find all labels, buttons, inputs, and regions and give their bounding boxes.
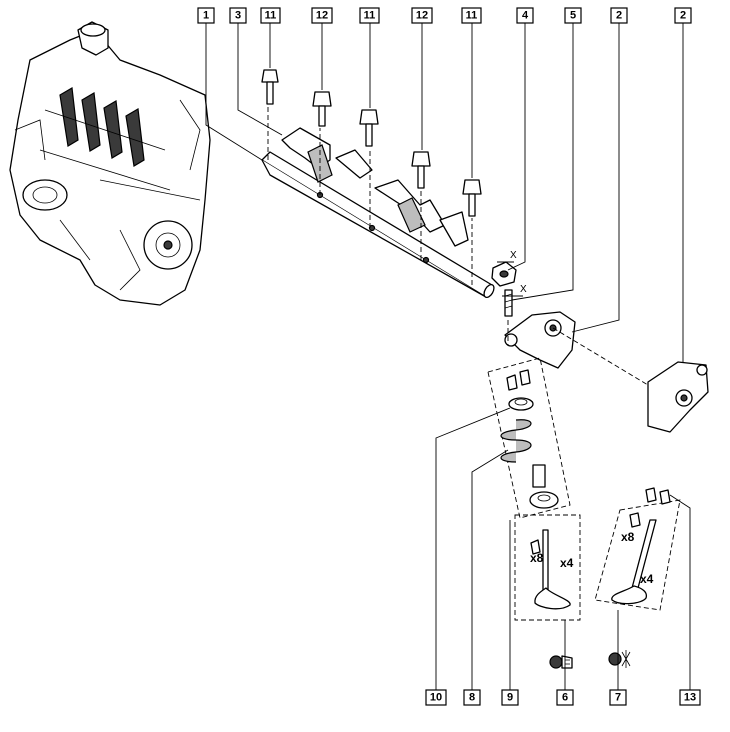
svg-text:4: 4 xyxy=(522,10,529,22)
svg-text:13: 13 xyxy=(684,692,696,704)
bolt-11-c xyxy=(462,179,482,217)
svg-text:6: 6 xyxy=(562,692,568,704)
svg-text:11: 11 xyxy=(364,10,376,22)
bolt-11-a xyxy=(261,69,279,105)
inlet-valve-multiplier: x4 xyxy=(560,556,574,570)
svg-text:10: 10 xyxy=(430,692,442,704)
callout-9: 9 xyxy=(501,689,519,706)
exhaust-valve-multiplier: x4 xyxy=(640,572,654,586)
svg-text:12: 12 xyxy=(416,10,428,22)
inlet-spring-group-box xyxy=(487,357,571,519)
svg-text:2: 2 xyxy=(616,10,622,22)
rocker-shaft xyxy=(261,151,495,299)
seal-symbol-inlet xyxy=(549,655,573,669)
callout-3: 3 xyxy=(229,7,247,24)
inlet-valve xyxy=(530,529,571,610)
callout-4: 4 xyxy=(516,7,534,24)
bolt-11-b xyxy=(359,109,379,147)
svg-text:12: 12 xyxy=(316,10,328,22)
rocker-arm-exhaust xyxy=(647,361,709,433)
callout-12-b: 12 xyxy=(411,7,433,24)
svg-text:1: 1 xyxy=(203,10,209,22)
inlet-valve-group-box xyxy=(514,514,581,621)
shaft-brackets xyxy=(281,127,469,247)
leader-lines xyxy=(205,22,691,690)
callout-10: 10 xyxy=(425,689,447,706)
engine-block-illustration xyxy=(9,21,211,306)
bolt-12-b xyxy=(411,151,431,189)
adjuster-nut xyxy=(491,261,517,287)
svg-text:9: 9 xyxy=(507,692,513,704)
svg-text:8: 8 xyxy=(469,692,475,704)
exhaust-spring-multiplier: x8 xyxy=(621,530,635,544)
rocker-arm-inlet xyxy=(504,311,576,369)
svg-text:2: 2 xyxy=(680,10,686,22)
callout-7: 7 xyxy=(609,689,627,706)
svg-text:3: 3 xyxy=(235,10,241,22)
bolt-12-a xyxy=(312,91,332,127)
callout-11-b: 11 xyxy=(359,7,380,24)
svg-text:11: 11 xyxy=(466,10,478,22)
callout-12-a: 12 xyxy=(311,7,333,24)
callout-8: 8 xyxy=(463,689,481,706)
svg-text:7: 7 xyxy=(615,692,621,704)
callout-6: 6 xyxy=(556,689,574,706)
callout-2-b: 2 xyxy=(674,7,692,24)
adjusting-screw xyxy=(504,289,513,317)
callout-2-a: 2 xyxy=(610,7,628,24)
callout-11-a: 11 xyxy=(260,7,281,24)
axis-marker-screw: X xyxy=(520,284,527,295)
svg-text:5: 5 xyxy=(570,10,576,22)
axis-marker-nut: X xyxy=(510,250,517,261)
callout-5: 5 xyxy=(564,7,582,24)
inlet-spring-multiplier: x8 xyxy=(530,551,544,565)
callout-11-c: 11 xyxy=(461,7,482,24)
callout-13: 13 xyxy=(679,689,701,706)
exhaust-valve-group-box xyxy=(594,499,681,611)
svg-text:11: 11 xyxy=(265,10,277,22)
inlet-spring-assembly xyxy=(500,369,559,509)
callout-1: 1 xyxy=(197,7,215,24)
seal-symbol-exhaust xyxy=(608,650,631,668)
exhaust-valve xyxy=(611,519,657,605)
exhaust-spring-collets xyxy=(629,487,671,528)
